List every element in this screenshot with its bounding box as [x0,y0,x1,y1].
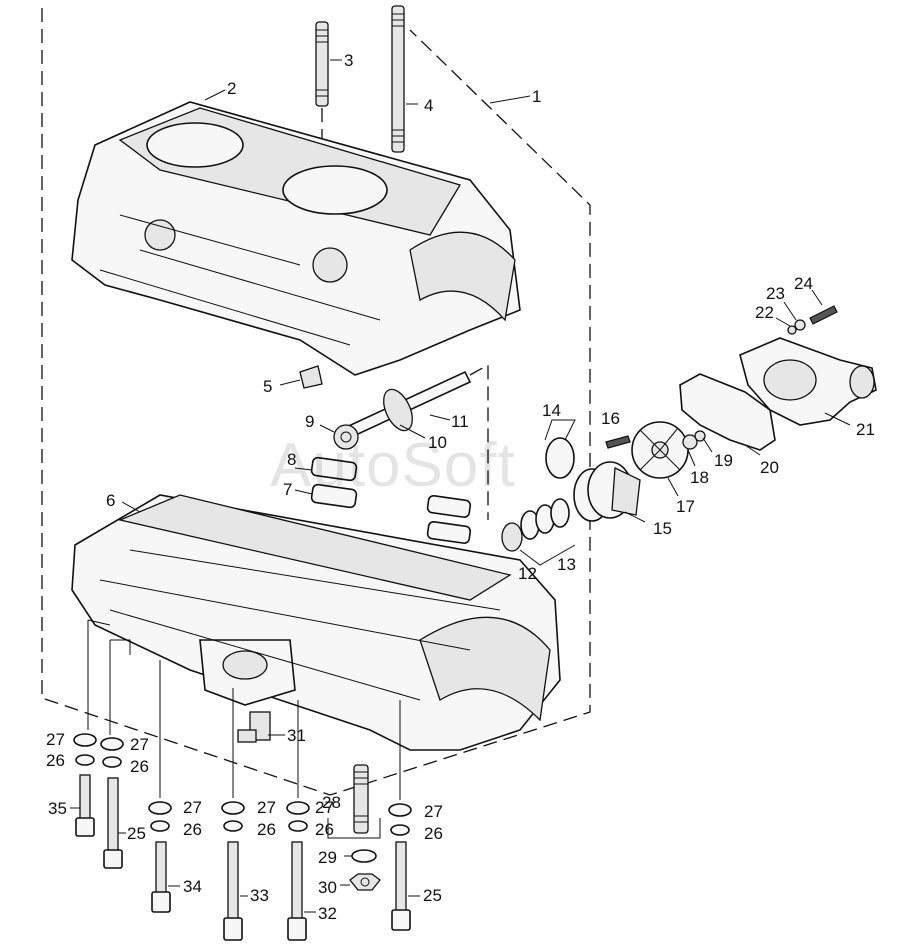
washer-26b [102,756,122,768]
washer-27f [388,803,412,817]
washer-26c [150,820,170,832]
callout-21: 21 [856,420,875,439]
bolt-25b [391,841,411,931]
plug-5 [299,365,323,389]
fitting-31 [237,711,271,743]
callout-12: 12 [518,564,537,583]
callout-26c: 26 [183,820,202,839]
impeller-17 [631,421,689,479]
callout-26d: 26 [257,820,276,839]
callout-17: 17 [676,497,695,516]
pump-housing-15 [573,461,641,522]
bolt-34 [151,841,171,913]
gasket-7 [310,483,358,509]
callout-22: 22 [755,303,774,322]
bolt-33 [223,841,243,941]
callout-26e: 26 [315,820,334,839]
callout-5: 5 [263,377,273,396]
callout-25a: 25 [127,824,146,843]
bolt-35 [75,774,95,837]
washer-18 [682,434,698,450]
callout-10: 10 [428,433,447,452]
callout-6: 6 [106,491,116,510]
washer-29 [351,849,377,863]
stud-3 [315,21,329,107]
watermark: AutoSoft [270,431,516,500]
pump-cover-21 [739,337,877,426]
callout-30: 30 [318,878,337,897]
seal-14 [545,437,575,479]
stud-4 [391,5,405,153]
callout-27a: 27 [46,730,65,749]
bolt-24 [809,305,838,325]
callout-32: 32 [318,904,337,923]
washer-26e [288,820,308,832]
callout-15: 15 [653,519,672,538]
stud-28 [353,764,369,834]
callout-9: 9 [305,412,315,431]
callout-18: 18 [690,468,709,487]
callout-28: 28 [322,793,341,812]
upper-crankcase [71,101,521,376]
washer-26a [75,754,95,766]
callout-24: 24 [794,274,813,293]
washer-27d [221,801,245,815]
callout-26a: 26 [46,751,65,770]
callout-23: 23 [766,284,785,303]
lower-crankcase [71,494,561,751]
washer-23 [794,319,806,331]
callout-27f: 27 [424,802,443,821]
callout-27b: 27 [130,735,149,754]
callout-31: 31 [287,726,306,745]
callout-27e: 27 [315,798,334,817]
callout-1: 1 [532,87,542,106]
callout-3: 3 [344,51,354,70]
nut-30 [349,873,381,891]
callout-29: 29 [318,848,337,867]
washer-19 [694,430,706,442]
callout-19: 19 [714,451,733,470]
washer-26d [223,820,243,832]
bolt-32 [287,841,307,941]
callout-27d: 27 [257,798,276,817]
callout-20: 20 [760,458,779,477]
callout-26b: 26 [130,757,149,776]
callout-27c: 27 [183,798,202,817]
assembly-boundary [41,8,591,796]
seal-set-13 [520,498,570,540]
seal-12 [501,522,523,552]
bearing-9 [333,424,359,450]
washer-27a [73,733,97,747]
callout-11: 11 [451,412,469,431]
gasket-20 [679,373,776,451]
callout-13: 13 [557,555,576,574]
washer-27b [100,737,124,751]
washer-26f [390,824,410,836]
callout-26f: 26 [424,824,443,843]
shaft-11 [338,370,472,442]
callout-35: 35 [48,799,67,818]
washer-27e [286,801,310,815]
bolt-16 [605,435,631,449]
gasket-8 [310,456,358,482]
callout-4: 4 [424,96,434,115]
callout-34: 34 [183,877,202,896]
callout-33: 33 [250,886,269,905]
callout-14: 14 [542,401,561,420]
washer-22 [787,325,797,335]
washer-27c [148,801,172,815]
callout-25b: 25 [423,886,442,905]
bolt-25a [103,777,123,869]
callout-2: 2 [227,79,237,98]
callout-8: 8 [287,450,297,469]
callout-7: 7 [283,480,293,499]
callout-16: 16 [601,409,620,428]
